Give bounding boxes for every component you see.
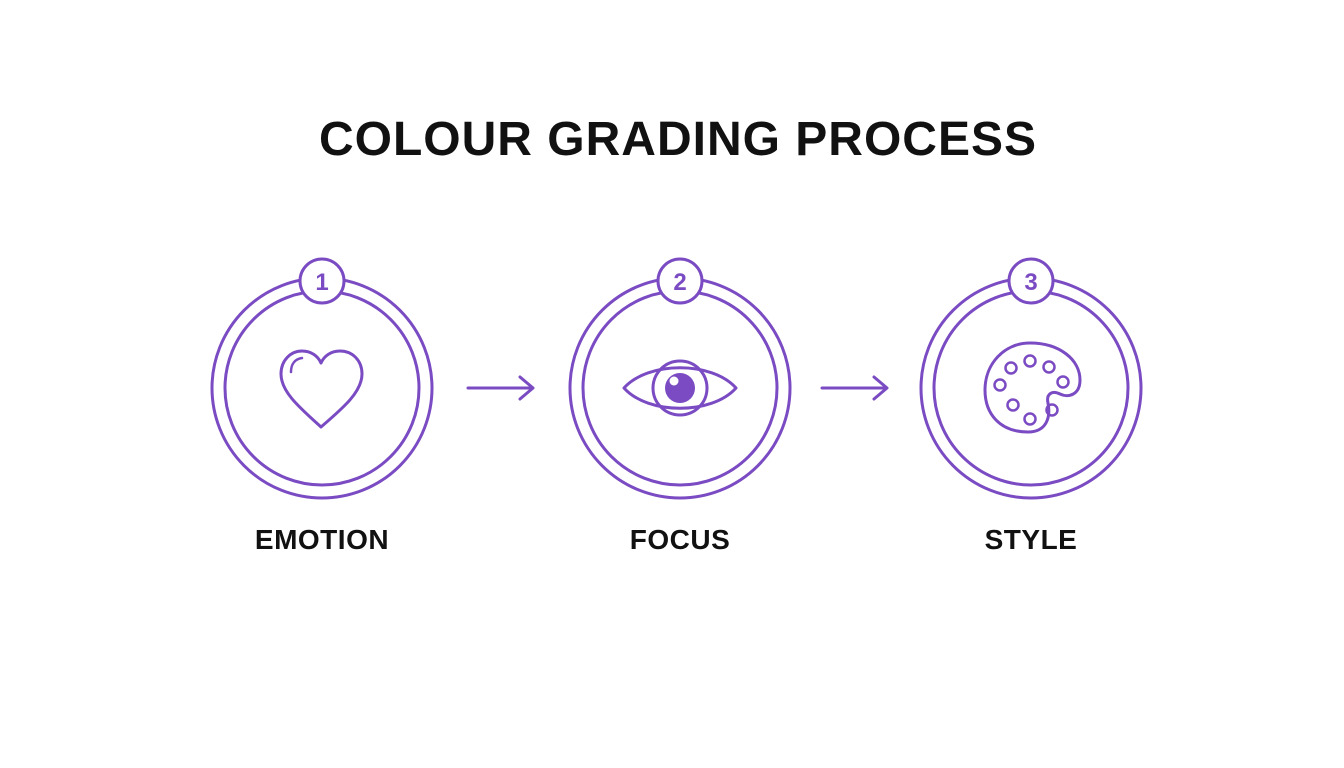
step-1-label: EMOTION xyxy=(254,524,390,555)
step-3: 3 xyxy=(919,257,1143,500)
step-2-label: FOCUS xyxy=(629,524,731,555)
step-3-label: STYLE xyxy=(984,524,1078,555)
step-1-number: 1 xyxy=(315,269,328,296)
step-3-inner-ring xyxy=(932,289,1130,487)
step-1-inner-ring xyxy=(223,289,421,487)
heart-icon xyxy=(279,349,364,429)
step-1-number-badge xyxy=(298,257,346,305)
arrow-1-to-2 xyxy=(466,375,535,401)
step-3-outer-ring xyxy=(919,276,1143,500)
step-3-number: 3 xyxy=(1024,269,1037,296)
step-3-number-badge xyxy=(1007,257,1055,305)
arrow-2-to-3 xyxy=(820,375,889,401)
step-2: 2 xyxy=(568,257,792,500)
step-2-number-badge xyxy=(656,257,704,305)
step-1: 1 xyxy=(210,257,434,500)
palette-icon xyxy=(983,341,1082,434)
eye-icon xyxy=(622,359,738,417)
step-2-number: 2 xyxy=(673,269,686,296)
diagram-title: COLOUR GRADING PROCESS xyxy=(318,113,1038,166)
step-1-outer-ring xyxy=(210,276,434,500)
